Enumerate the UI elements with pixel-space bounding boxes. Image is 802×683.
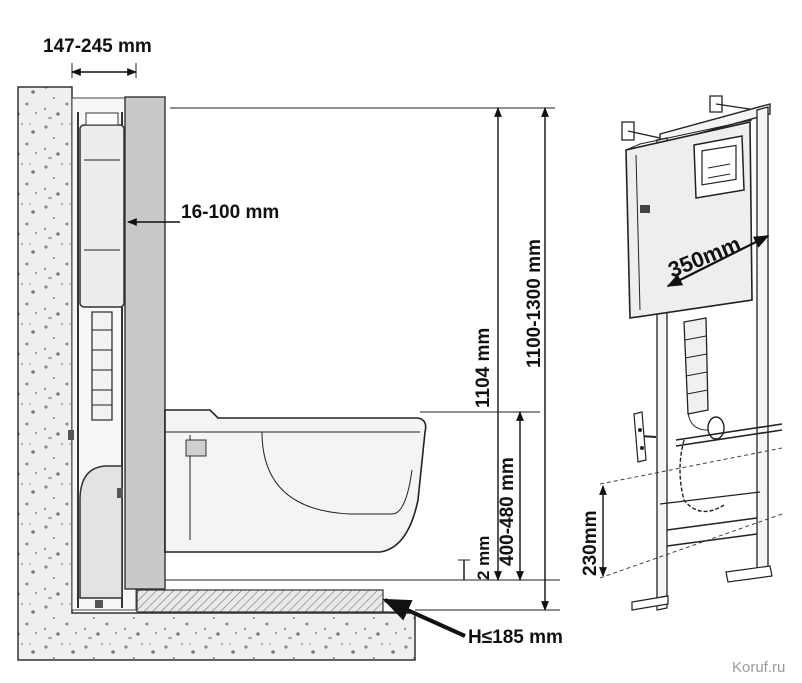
floor-height-label: H≤185 mm — [468, 627, 563, 648]
front-panel — [124, 96, 166, 590]
toilet-bowl — [164, 409, 427, 553]
frame-flush-pipe — [683, 317, 709, 415]
watermark: Koruf.ru — [732, 659, 785, 676]
bowl-height-label: 400-480 mm — [497, 457, 518, 566]
frame-right-post — [756, 106, 769, 576]
frame-height-fixed-label: 1104 mm — [473, 328, 494, 408]
frame-height-range-label: 1100-1300 mm — [524, 239, 545, 368]
wall-offset-label: 147-245 mm — [43, 36, 152, 57]
frame-perspective — [599, 95, 783, 611]
floor-screed — [136, 589, 384, 613]
panel-thickness-label: 16-100 mm — [181, 202, 279, 223]
flush-pipe — [91, 311, 113, 421]
cross-section — [17, 63, 560, 661]
gap-label: 2 mm — [474, 536, 493, 580]
frame-drain-bend — [679, 439, 725, 513]
bracket-spacing-label: 230mm — [580, 511, 601, 577]
cistern — [79, 124, 125, 308]
drain-bend — [79, 465, 123, 599]
flush-plate-opening — [693, 135, 745, 199]
